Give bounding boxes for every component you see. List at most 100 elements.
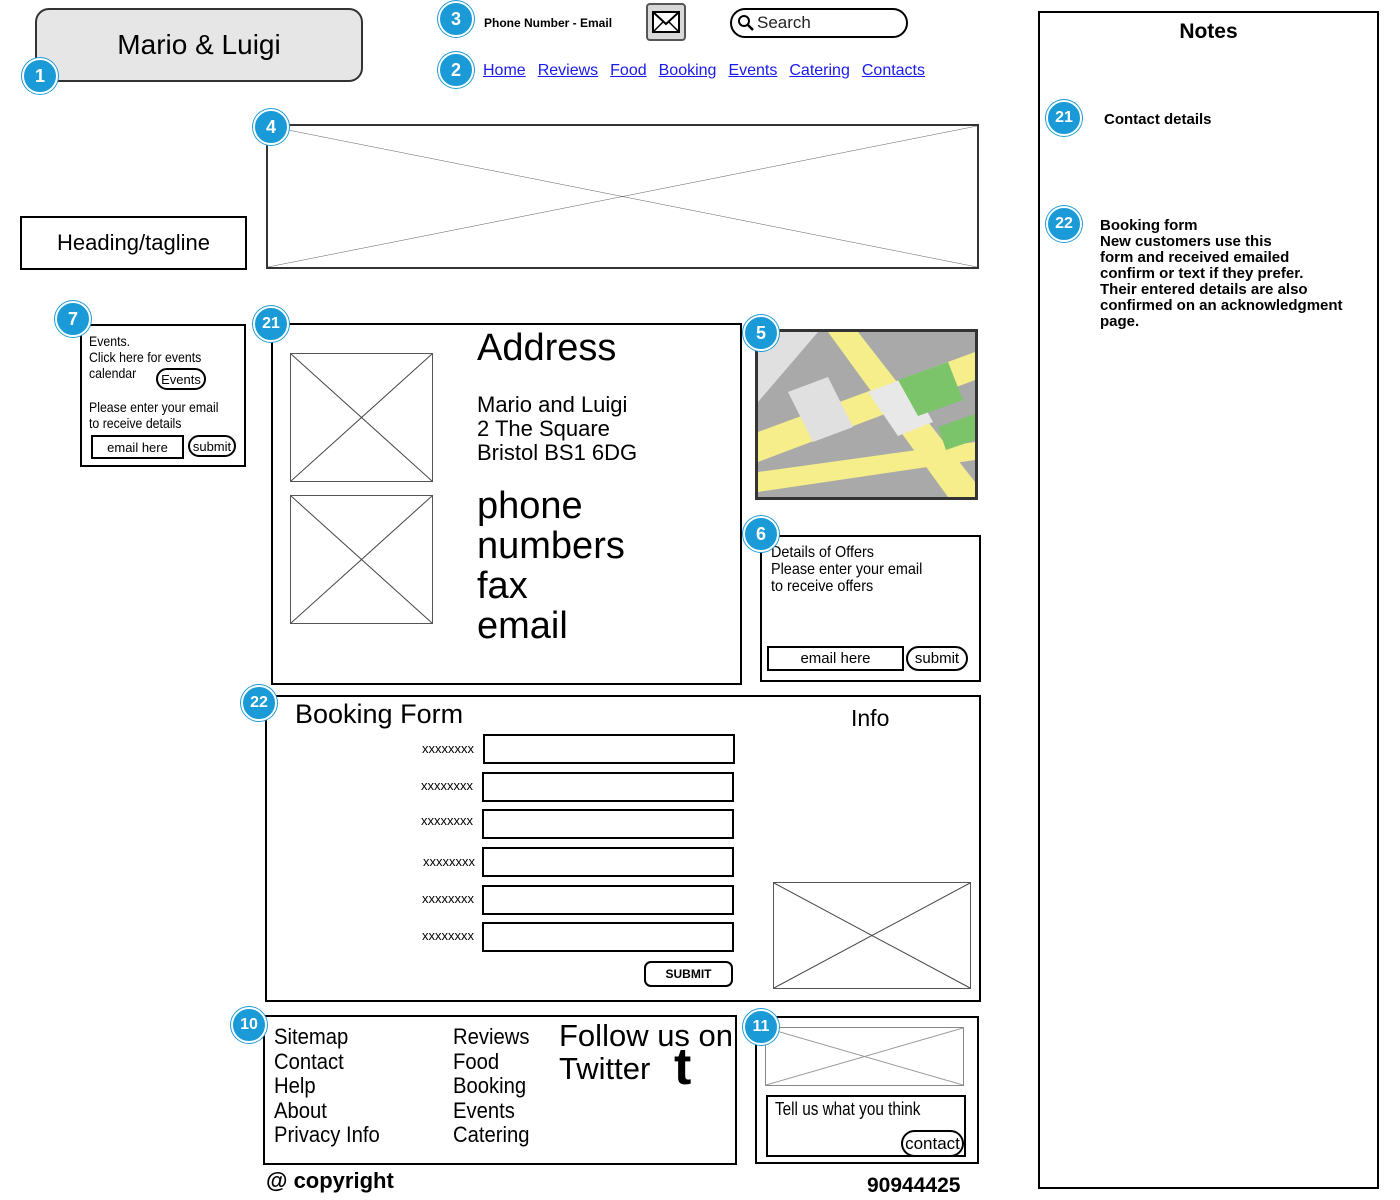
notes-item-22-title: Booking form <box>1100 217 1198 234</box>
events-line5: to receive details <box>89 415 182 431</box>
badge-1: 1 <box>22 58 58 94</box>
events-line4: Please enter your email <box>89 399 219 415</box>
nav-food[interactable]: Food <box>610 62 647 79</box>
booking-field-label-5: xxxxxxxx <box>422 891 474 906</box>
address-numbers: numbers <box>477 525 625 567</box>
nav-home[interactable]: Home <box>483 62 526 79</box>
events-button[interactable]: Events <box>156 368 206 390</box>
notes-item-22-line5: confirmed on an acknowledgment <box>1100 297 1343 314</box>
footer-links: Sitemap Contact Help About Privacy Info … <box>263 1015 737 1165</box>
notes-item-22-line3: confirm or text if they prefer. <box>1100 265 1304 282</box>
events-line2: Click here for events <box>89 349 202 365</box>
footer-link-contact[interactable]: Contact <box>274 1048 344 1074</box>
booking-field-label-6: xxxxxxxx <box>422 928 474 943</box>
events-line3: calendar <box>89 365 137 381</box>
twitter-icon[interactable]: t <box>674 1038 692 1096</box>
booking-field-input-4[interactable] <box>482 847 734 877</box>
footer-link-food[interactable]: Food <box>453 1048 500 1074</box>
nav-contacts[interactable]: Contacts <box>861 62 925 79</box>
notes-item-22-line4: Their entered details are also <box>1100 281 1308 298</box>
notes-badge-21: 21 <box>1046 100 1082 136</box>
map[interactable] <box>755 329 978 500</box>
booking-field-input-5[interactable] <box>482 885 734 915</box>
booking-form: Booking Form Info xxxxxxxx xxxxxxxx xxxx… <box>265 695 981 1002</box>
main-nav: Home Reviews Food Booking Events Catering Cont… <box>483 62 937 80</box>
id-number: 90944425 <box>867 1174 961 1197</box>
notes-item-22-line2: form and received emailed <box>1100 249 1290 266</box>
badge-10: 10 <box>231 1007 267 1043</box>
footer-link-privacy[interactable]: Privacy Info <box>274 1122 380 1147</box>
email-icon[interactable] <box>646 3 686 41</box>
notes-title: Notes <box>1179 20 1238 43</box>
booking-field-input-1[interactable] <box>483 734 735 764</box>
badge-2: 2 <box>438 52 474 88</box>
badge-3: 3 <box>438 1 474 37</box>
address-image-1 <box>290 353 433 482</box>
booking-field-input-6[interactable] <box>482 922 734 952</box>
booking-info-image <box>773 882 971 989</box>
nav-booking[interactable]: Booking <box>658 62 717 79</box>
logo-box[interactable]: Mario & Luigi <box>35 8 363 82</box>
map-graphic <box>758 332 975 497</box>
offers-widget: Details of Offers Please enter your emai… <box>760 535 981 682</box>
address-phone: phone <box>477 485 583 527</box>
footer-link-booking[interactable]: Booking <box>453 1073 527 1098</box>
address-panel: Address Mario and Luigi 2 The Square Bri… <box>271 323 742 685</box>
booking-submit-button[interactable]: SUBMIT <box>644 961 733 987</box>
events-line1: Events. <box>89 333 131 349</box>
address-image-2 <box>290 495 433 624</box>
offers-line3: to receive offers <box>771 578 874 595</box>
address-title: Address <box>477 327 617 369</box>
footer-link-events[interactable]: Events <box>453 1097 515 1123</box>
booking-field-input-3[interactable] <box>482 809 734 839</box>
footer-link-reviews[interactable]: Reviews <box>453 1024 530 1049</box>
booking-field-input-2[interactable] <box>482 772 734 802</box>
offers-email-input[interactable]: email here <box>767 646 904 671</box>
booking-title: Booking Form <box>295 699 464 729</box>
badge-7: 7 <box>55 301 91 337</box>
feedback-textarea[interactable]: Tell us what you think <box>766 1095 966 1157</box>
booking-info-label: Info <box>851 705 890 731</box>
contact-text: Phone Number - Email <box>484 16 613 30</box>
search-icon <box>738 15 754 31</box>
footer-link-catering[interactable]: Catering <box>453 1122 530 1147</box>
badge-4: 4 <box>253 109 289 145</box>
nav-events[interactable]: Events <box>728 62 778 79</box>
feedback-contact-button[interactable]: contact <box>901 1130 964 1157</box>
banner-image-placeholder <box>266 124 979 269</box>
badge-11: 11 <box>743 1009 779 1045</box>
badge-6: 6 <box>743 516 779 552</box>
copyright: @ copyright <box>266 1168 394 1193</box>
heading-tagline-box: Heading/tagline <box>20 216 247 270</box>
booking-field-label-4: xxxxxxxx <box>423 854 475 869</box>
booking-field-label-2: xxxxxxxx <box>421 778 473 793</box>
offers-line1: Details of Offers <box>771 544 874 561</box>
follow-line1: Follow us on <box>559 1018 734 1053</box>
footer-link-about[interactable]: About <box>274 1097 327 1123</box>
logo-text: Mario & Luigi <box>117 29 281 60</box>
events-widget: Events. Click here for events calendar E… <box>80 324 246 467</box>
search-box[interactable]: Search <box>730 8 908 38</box>
booking-field-label-3: xxxxxxxx <box>421 813 473 828</box>
nav-catering[interactable]: Catering <box>789 62 850 79</box>
badge-22: 22 <box>241 685 277 721</box>
address-email: email <box>477 605 568 647</box>
address-street: 2 The Square <box>477 416 610 441</box>
notes-panel: Notes 21 Contact details 22 Booking form… <box>1038 11 1379 1189</box>
footer-link-help[interactable]: Help <box>274 1073 316 1098</box>
follow-line2: Twitter <box>559 1051 651 1086</box>
notes-item-21-title: Contact details <box>1104 111 1212 128</box>
search-input[interactable]: Search <box>757 13 811 32</box>
address-city: Bristol BS1 6DG <box>477 440 638 465</box>
heading-tagline: Heading/tagline <box>57 230 210 255</box>
footer-link-sitemap[interactable]: Sitemap <box>274 1024 349 1049</box>
address-fax: fax <box>477 565 528 607</box>
notes-item-22-line6: page. <box>1100 313 1140 330</box>
offers-submit-button[interactable]: submit <box>906 646 968 671</box>
events-email-input[interactable]: email here <box>91 435 184 459</box>
nav-reviews[interactable]: Reviews <box>537 62 599 79</box>
booking-field-label-1: xxxxxxxx <box>422 741 474 756</box>
feedback-widget: Tell us what you think contact <box>755 1016 979 1164</box>
events-submit-button[interactable]: submit <box>188 435 236 457</box>
feedback-image <box>765 1027 964 1086</box>
